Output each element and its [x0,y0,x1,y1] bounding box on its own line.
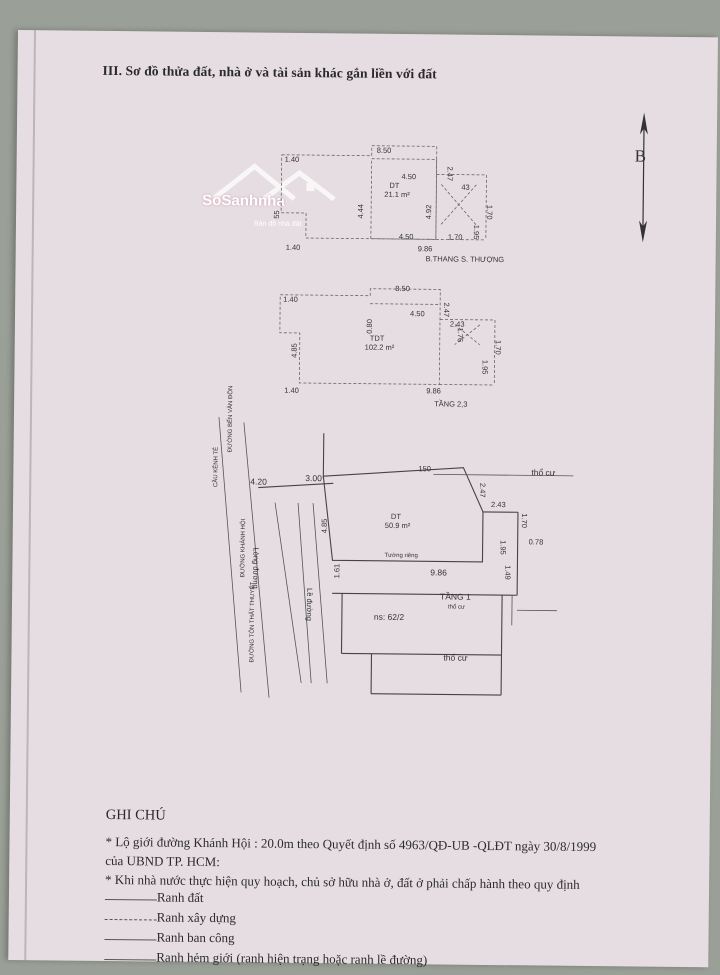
dim-247: 2.47 [445,166,454,181]
road-cau: CẦU KÊNH TẺ [213,447,219,487]
dim-161: 1.61 [332,564,341,579]
road-ben-van-don: ĐƯỜNG BẾN VÂN ĐỒN [228,386,235,453]
dim-986-top: 9.86 [418,244,433,253]
dim-43: 43 [461,183,469,192]
dim-450-top: 4.50 [401,172,416,181]
dim-195: 1.95 [472,225,481,240]
dim-170-bot: 1.70 [448,233,463,242]
dim-247-mid: 2.47 [442,302,451,317]
dim-top: 8.50 [377,146,392,155]
dim-149: 1.49 [503,565,512,580]
caption-mid: TẦNG 2,3 [434,399,467,408]
label-ns: ns: 62/2 [374,612,404,622]
legend-line-solid [105,899,157,901]
dim-485-mid: 4.85 [290,343,299,358]
label-tho-cu-3: thổ cư [443,652,467,662]
dim-170-main: 1.70 [520,513,529,528]
dim-bot-left-mid: 1.40 [284,386,299,395]
road-ton-that-thuyet: ĐƯỜNG TÔN THẤT THUYẾT [249,582,256,663]
dim-420: 4.20 [250,476,267,486]
dim-450-bot: 4.50 [399,232,414,241]
legend-line-thin [104,939,156,941]
legend-line-dashed [105,919,157,921]
dim-bot-left-top: 1.40 [286,243,301,252]
dim-444: 4.44 [356,204,365,219]
label-le-duong: Lề đường [305,588,314,621]
dim-485-main: 4.85 [320,519,329,534]
dim-top-left: 1.40 [285,155,300,164]
dim-55: 55 [272,210,281,218]
area-value-mid: 102.2 m² [365,343,395,352]
legend-label-ranh-xay-dung: Ranh xây dựng [157,910,236,927]
area-label-mid: TDT [370,334,385,343]
dim-492: 4.92 [424,205,433,220]
notes-section: GHI CHÚ * Lộ giới đường Khánh Hội : 20.0… [104,807,706,975]
dim-247-main: 2.47 [478,483,487,498]
legend-label-ranh-dat: Ranh đất [157,890,204,906]
legend-label-ranh-hem-gioi: Ranh hẻm giới (ranh hiện trạng hoặc ranh… [156,949,427,968]
label-tho-cu-1: thổ cư [531,467,555,477]
dim-986-main: 9.86 [430,567,447,577]
dim-top-left-mid: 1.40 [283,295,298,304]
dim-195-main: 1.95 [499,540,508,555]
area-value-top: 21.1 m² [384,190,410,199]
dim-078: 0.78 [529,537,544,546]
dim-243-main: 2.43 [491,500,506,509]
area-label-main: DT [391,512,401,521]
area-value-main: 50.9 m² [385,521,411,530]
dim-450-mid: 4.50 [410,309,425,318]
dim-170-mid: 1.70 [494,340,503,355]
dim-986-mid: 9.86 [426,386,441,395]
site-plan-drawing [10,30,718,817]
area-label-top: DT [389,181,399,190]
label-tuong-rieng: Tường riêng [384,553,417,559]
dim-170: 1.70 [485,205,494,220]
dim-150: 150 [418,464,431,473]
label-tho-cu-2: thổ cư [448,605,465,611]
dim-080-mid: 0.80 [365,319,374,334]
caption-main: TẦNG 1 [440,591,471,601]
dim-top-mid: 8.50 [395,284,410,293]
certificate-page: III. Sơ đồ thửa đất, nhà ở và tài sản kh… [8,30,718,967]
dim-195-mid: 1.95 [480,360,489,375]
dim-300: 3.00 [305,473,322,483]
caption-top: B.THANG S. THƯỢNG [426,254,505,264]
road-khanh-hoi: ĐƯỜNG KHÁNH HỘI [240,519,247,578]
legend-label-ranh-ban-cong: Ranh ban công [156,930,234,947]
dim-176-mid: 1.76 [456,328,465,343]
